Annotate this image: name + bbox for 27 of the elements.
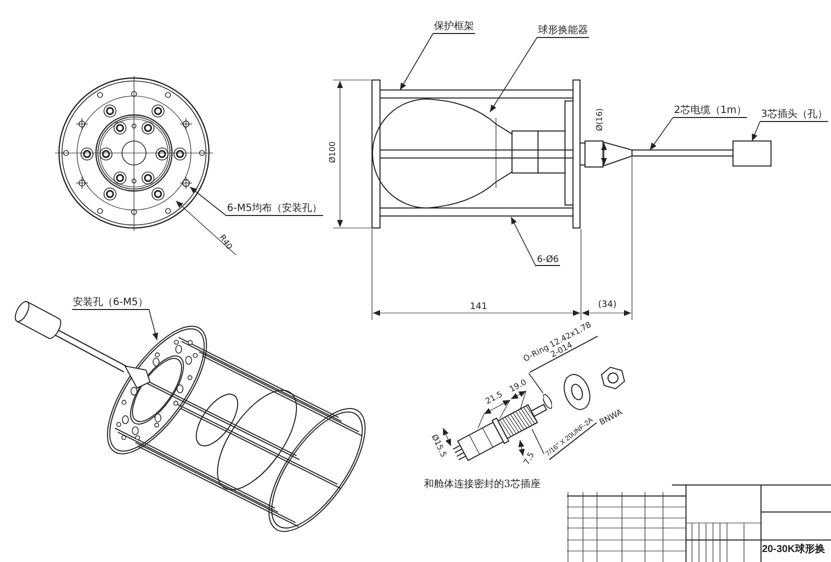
leader-line: [190, 186, 226, 216]
callout-label: 球形换能器: [537, 25, 589, 38]
dimension-label: 19.0: [508, 378, 528, 394]
callout-label: 安装孔（6-M5）: [72, 297, 149, 310]
callout-label: 保护框架: [433, 21, 475, 34]
leader-line: [752, 121, 760, 142]
o-ring-drawing: [543, 393, 552, 410]
leader-line: [510, 216, 536, 267]
mounting-hole-drawing: [182, 179, 190, 187]
leader-line: [148, 309, 158, 340]
leader-line: [400, 33, 434, 90]
dimension-label: 7.5: [522, 450, 536, 466]
title-text: 20-30K球形换: [762, 544, 825, 556]
caption: 和舱体连接密封的3芯插座: [424, 479, 540, 490]
leader-line: [490, 37, 538, 112]
leader-line: [532, 428, 544, 454]
leader-line: [650, 117, 674, 150]
dimension-label: 21.5: [484, 390, 504, 406]
dimension-label: Ø(16): [595, 108, 604, 131]
dimension-label: Ø100: [328, 141, 338, 163]
leader-line: [528, 372, 544, 394]
callout-label: 2芯电缆（1m）: [673, 105, 748, 118]
dimension-label: (34): [598, 300, 616, 310]
callout-label: 6-Ø6: [536, 255, 560, 266]
callout-label: 6-M5均布（安装孔）: [226, 203, 323, 216]
dimension-label: 141: [470, 302, 488, 312]
callout-label: 3芯插头（孔）: [760, 109, 828, 122]
